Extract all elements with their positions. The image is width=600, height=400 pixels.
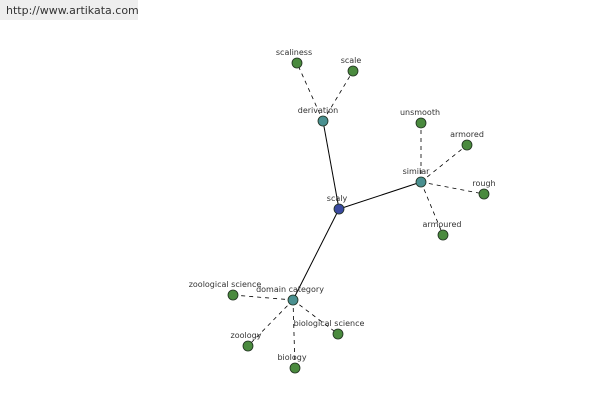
node-label-biological: biological science: [294, 319, 365, 328]
node-similar[interactable]: [415, 176, 427, 188]
edge-scaly-domain: [292, 208, 340, 301]
edge-domain-biology: [292, 299, 296, 369]
edge-scaly-similar: [338, 181, 422, 210]
node-unsmooth[interactable]: [415, 117, 427, 129]
edge-similar-rough: [420, 181, 485, 195]
node-label-similar: similar: [403, 167, 431, 176]
node-label-armoured: armoured: [423, 220, 462, 229]
node-biology[interactable]: [289, 362, 301, 374]
node-label-zoology: zoology: [231, 331, 262, 340]
edge-domain-biological: [292, 299, 339, 335]
labels-layer: scaly derivation similar domain category sca…: [189, 48, 496, 362]
edge-derivation-scaliness: [296, 62, 324, 122]
node-label-domain: domain category: [256, 285, 324, 294]
node-label-armored: armored: [450, 130, 484, 139]
source-url: http://www.artikata.com: [0, 0, 139, 20]
node-zoology[interactable]: [242, 340, 254, 352]
node-label-zoological: zoological science: [189, 280, 262, 289]
node-label-scaliness: scaliness: [276, 48, 312, 57]
node-label-scale: scale: [341, 56, 362, 65]
edge-domain-zoology: [247, 299, 294, 347]
edge-similar-armored: [420, 144, 468, 183]
node-scaliness[interactable]: [291, 57, 303, 69]
node-label-scaly: scaly: [327, 194, 348, 203]
nodes-layer: [227, 57, 490, 374]
edge-scaly-derivation: [322, 120, 340, 210]
edge-domain-zoological: [232, 294, 294, 301]
node-biological[interactable]: [332, 328, 344, 340]
node-label-unsmooth: unsmooth: [400, 108, 440, 117]
node-armored[interactable]: [461, 139, 473, 151]
node-label-rough: rough: [472, 179, 495, 188]
node-label-derivation: derivation: [298, 106, 338, 115]
edge-similar-armoured: [420, 181, 444, 236]
node-scale[interactable]: [347, 65, 359, 77]
node-rough[interactable]: [478, 188, 490, 200]
edge-derivation-scale: [322, 70, 354, 122]
node-scaly[interactable]: [333, 203, 345, 215]
node-zoological[interactable]: [227, 289, 239, 301]
node-derivation[interactable]: [317, 115, 329, 127]
edges-layer: [232, 62, 485, 369]
node-label-biology: biology: [277, 353, 306, 362]
node-domain[interactable]: [287, 294, 299, 306]
node-armoured[interactable]: [437, 229, 449, 241]
